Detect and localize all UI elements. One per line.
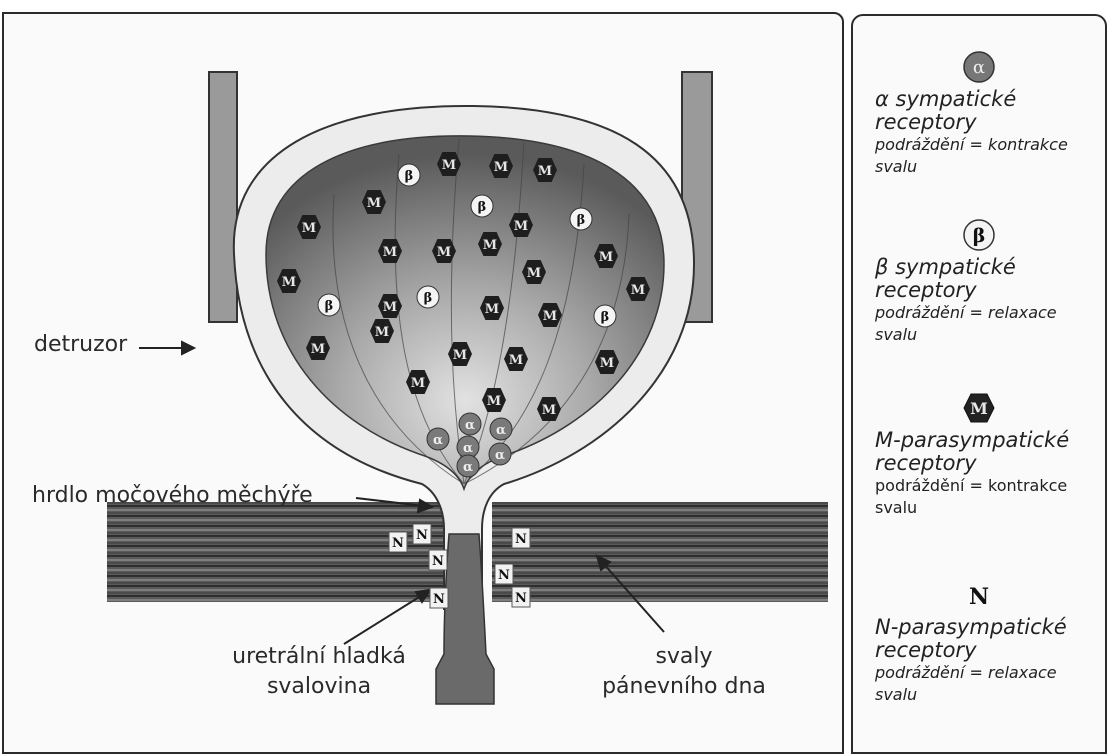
label-detrusor: detruzor <box>34 332 127 357</box>
nicotinic-receptor-letter: N <box>416 528 428 543</box>
beta-receptor: β <box>570 208 592 230</box>
alpha-receptor-letter: α <box>433 433 443 448</box>
nicotinic-receptor: N <box>430 588 448 608</box>
legend-beta: β β sympatické receptory podráždění = re… <box>853 218 1105 346</box>
alpha-receptor-letter: α <box>465 418 475 433</box>
label-urethral-smooth-line2: svalovina <box>219 672 419 702</box>
muscarinic-receptor-letter: M <box>411 376 425 391</box>
alpha-receptor-icon: α <box>962 50 996 84</box>
beta-receptor: β <box>318 294 340 316</box>
label-pelvic-floor: svaly pánevního dna <box>594 642 774 702</box>
beta-receptor: β <box>471 195 493 217</box>
muscarinic-receptor-letter: M <box>375 325 389 340</box>
label-urethral-smooth-line1: uretrální hladká <box>219 642 419 672</box>
muscarinic-receptor-letter: M <box>453 348 467 363</box>
muscarinic-receptor-letter: M <box>494 160 508 175</box>
muscarinic-receptor-letter: M <box>599 250 613 265</box>
legend-n-desc: podráždění = relaxacesvalu <box>875 662 1095 706</box>
beta-receptor: β <box>417 286 439 308</box>
nicotinic-receptor: N <box>512 528 530 548</box>
legend-beta-title: β sympatické receptory <box>875 256 1105 302</box>
legend-alpha: α α sympatické receptory podráždění = ko… <box>853 50 1105 178</box>
beta-receptor-letter: β <box>577 213 586 228</box>
nicotinic-receptor: N <box>495 564 513 584</box>
alpha-receptor: α <box>489 443 511 465</box>
beta-receptor: β <box>594 305 616 327</box>
beta-receptor-icon: β <box>962 218 996 252</box>
pelvic-floor-muscle-right <box>492 502 828 602</box>
nicotinic-receptor-letter: N <box>392 536 404 551</box>
muscarinic-receptor-letter: M <box>487 394 501 409</box>
muscarinic-receptor-letter: M <box>311 342 325 357</box>
alpha-receptor: α <box>427 428 449 450</box>
alpha-receptor-letter: α <box>496 423 506 438</box>
beta-receptor-letter: β <box>478 200 487 215</box>
muscarinic-receptor-letter: M <box>509 353 523 368</box>
muscarinic-receptor-letter: M <box>514 219 528 234</box>
svg-text:N: N <box>969 584 989 610</box>
muscarinic-receptor-letter: M <box>367 196 381 211</box>
muscarinic-receptor-letter: M <box>542 403 556 418</box>
muscarinic-receptor-letter: M <box>543 309 557 324</box>
legend-n-title-line2: receptory <box>875 639 1105 662</box>
beta-receptor-letter: β <box>424 291 433 306</box>
legend-muscarinic: M M-parasympatické receptory podráždění … <box>853 391 1105 519</box>
svg-text:α: α <box>973 57 985 78</box>
muscarinic-receptor-letter: M <box>442 158 456 173</box>
muscarinic-receptor-icon: M <box>962 391 996 425</box>
nicotinic-receptor: N <box>429 550 447 570</box>
muscarinic-receptor-letter: M <box>383 300 397 315</box>
legend-m-desc: podráždění = kontrakcesvalu <box>875 475 1095 519</box>
legend-panel: α α sympatické receptory podráždění = ko… <box>851 14 1107 754</box>
nicotinic-receptor: N <box>413 524 431 544</box>
legend-m-title-line1: M-parasympatické <box>875 429 1105 452</box>
legend-m-title-line2: receptory <box>875 452 1105 475</box>
muscarinic-receptor-letter: M <box>600 356 614 371</box>
nicotinic-receptor: N <box>512 587 530 607</box>
muscarinic-receptor-letter: M <box>302 221 316 236</box>
legend-alpha-title: α sympatické receptory <box>875 88 1105 134</box>
muscarinic-receptor-letter: M <box>631 283 645 298</box>
muscarinic-receptor-letter: M <box>527 266 541 281</box>
nicotinic-receptor-letter: N <box>515 532 527 547</box>
label-urethral-smooth-muscle: uretrální hladká svalovina <box>219 642 419 702</box>
nicotinic-receptor-letter: N <box>433 592 445 607</box>
label-pelvic-floor-line1: svaly <box>594 642 774 672</box>
svg-text:M: M <box>970 399 988 418</box>
muscarinic-receptor-letter: M <box>383 245 397 260</box>
alpha-receptor-letter: α <box>463 460 473 475</box>
muscarinic-receptor-letter: M <box>282 275 296 290</box>
nicotinic-receptor-letter: N <box>515 591 527 606</box>
beta-receptor-letter: β <box>325 299 334 314</box>
label-pelvic-floor-line2: pánevního dna <box>594 672 774 702</box>
alpha-receptor: α <box>459 413 481 435</box>
nicotinic-receptor-letter: N <box>432 554 444 569</box>
nicotinic-receptor-letter: N <box>498 568 510 583</box>
muscarinic-receptor-letter: M <box>483 238 497 253</box>
legend-nicotinic: N N-parasympatické receptory podráždění … <box>853 578 1105 706</box>
svg-text:β: β <box>973 225 986 247</box>
alpha-receptor-letter: α <box>463 441 473 456</box>
beta-receptor-letter: β <box>601 310 610 325</box>
muscarinic-receptor-letter: M <box>538 164 552 179</box>
beta-receptor-letter: β <box>405 169 414 184</box>
nicotinic-receptor-icon: N <box>962 578 996 612</box>
muscarinic-receptor-letter: M <box>437 245 451 260</box>
alpha-receptor-letter: α <box>495 448 505 463</box>
alpha-receptor: α <box>490 418 512 440</box>
nicotinic-receptor: N <box>389 532 407 552</box>
beta-receptor: β <box>398 164 420 186</box>
left-wall <box>209 72 237 322</box>
muscarinic-receptor-letter: M <box>485 302 499 317</box>
legend-n-title-line1: N-parasympatické <box>875 616 1105 639</box>
alpha-receptor: α <box>457 455 479 477</box>
label-bladder-neck: hrdlo močového měchýře <box>32 483 313 508</box>
